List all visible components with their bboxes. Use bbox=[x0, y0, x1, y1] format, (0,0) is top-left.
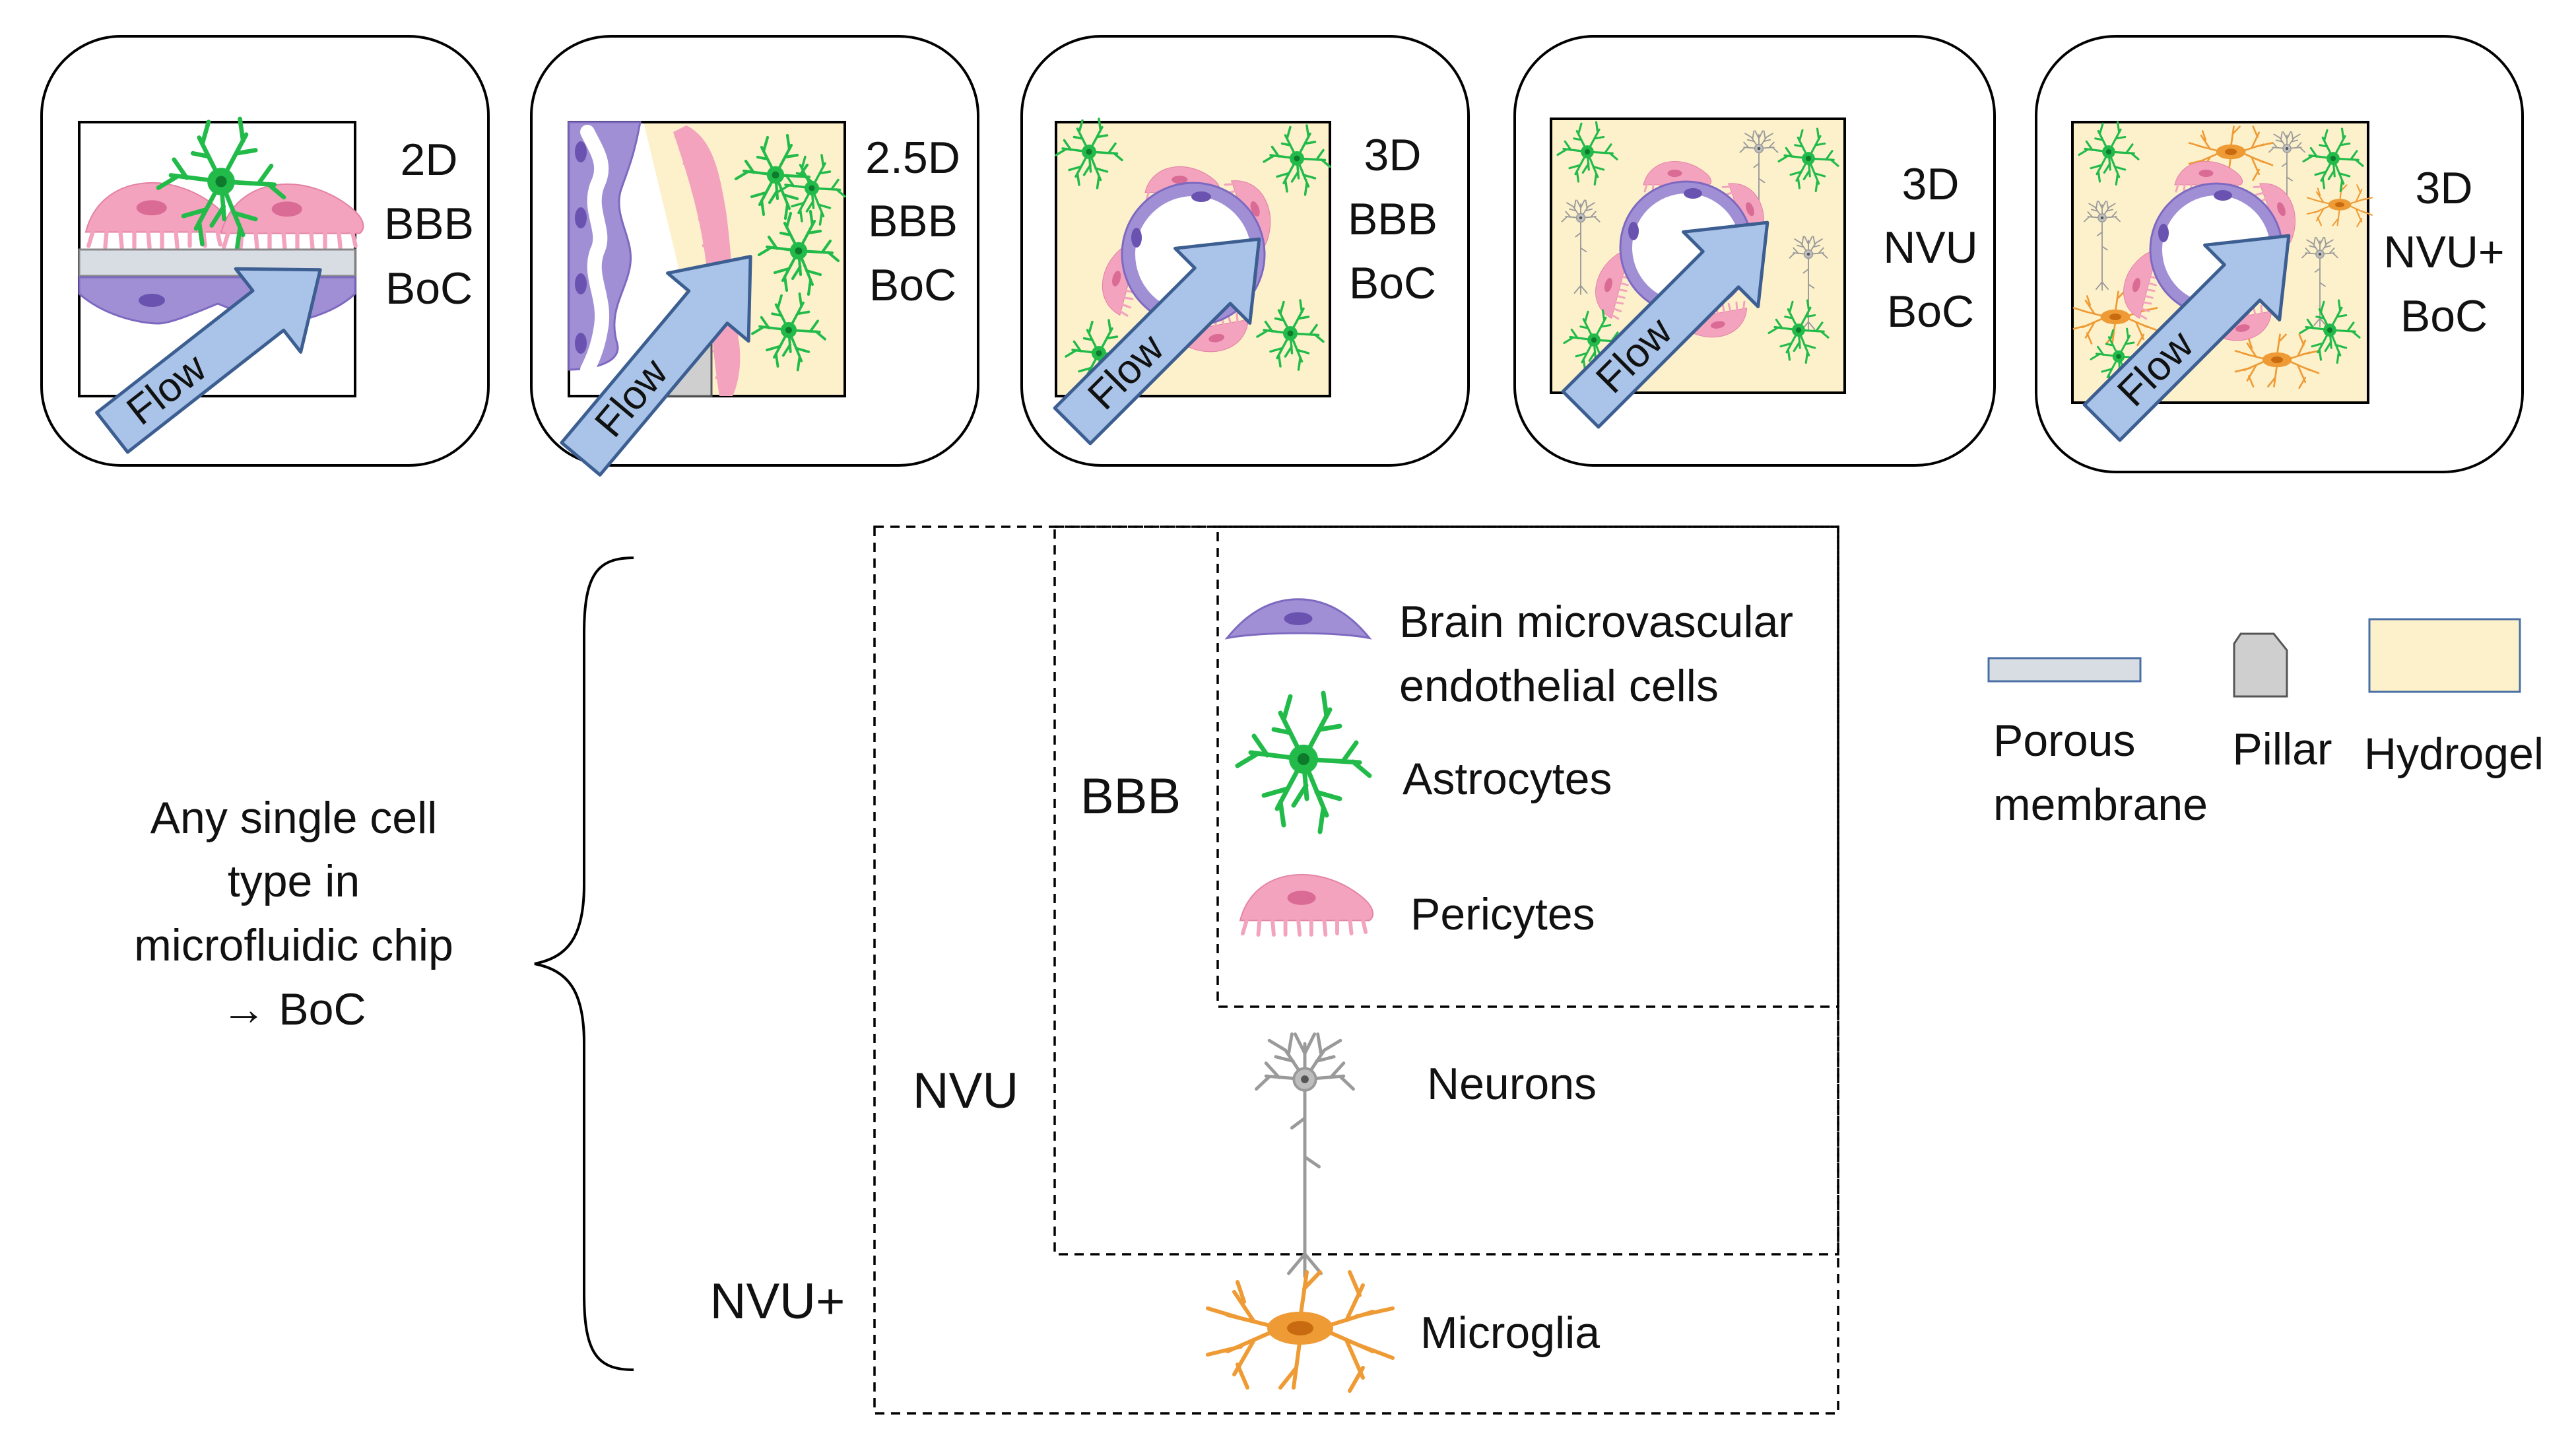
group-label-nvu: NVU bbox=[913, 1063, 1018, 1119]
panel-title-line: BBB bbox=[384, 199, 474, 249]
panel-title-line: BBB bbox=[868, 196, 958, 246]
porous-membrane-swatch bbox=[1987, 657, 2142, 683]
panel-title-line: 3D bbox=[1364, 130, 1422, 180]
caption-line: → BoC bbox=[221, 984, 366, 1034]
panel-title-line: 3D bbox=[2416, 163, 2473, 213]
group-label-nvu-plus: NVU+ bbox=[710, 1273, 845, 1330]
legend-label-membrane: membrane bbox=[1993, 780, 2208, 830]
panel-3d-nvu-plus-boc: Flow 3D NVU+ BoC bbox=[2035, 35, 2524, 473]
curly-brace bbox=[534, 556, 634, 1371]
panel-title-line: BoC bbox=[1349, 258, 1436, 308]
panel-title-line: NVU+ bbox=[2383, 227, 2504, 277]
panel-title-line: 2.5D bbox=[865, 133, 960, 183]
cell-label-neurons: Neurons bbox=[1427, 1059, 1597, 1109]
caption-line: type in bbox=[228, 856, 360, 906]
panel-title-line: BoC bbox=[385, 263, 473, 314]
cell-label-endothelial: Brain microvascular bbox=[1399, 597, 1793, 647]
cell-label-astrocytes: Astrocytes bbox=[1403, 754, 1612, 804]
legend-label-membrane: Porous bbox=[1993, 716, 2135, 766]
material-legend: Porous membrane Pillar Hydrogel bbox=[1987, 618, 2544, 830]
left-caption: Any single cell type in microfluidic chi… bbox=[134, 793, 453, 1034]
group-label-bbb: BBB bbox=[1080, 768, 1181, 825]
bbb-group-box bbox=[1216, 525, 1839, 1008]
cell-label-endothelial: endothelial cells bbox=[1399, 661, 1719, 711]
panel-title-line: NVU bbox=[1883, 222, 1978, 273]
legend-label-hydrogel: Hydrogel bbox=[2364, 729, 2544, 779]
endothelial-cell-icon bbox=[1226, 598, 1371, 640]
panel-title-line: BoC bbox=[869, 260, 956, 310]
hydrogel-swatch bbox=[2368, 618, 2521, 693]
microglia-icon bbox=[1208, 1272, 1393, 1391]
pericyte-icon bbox=[1240, 875, 1373, 935]
neuron-icon bbox=[1257, 1034, 1354, 1277]
cell-label-microglia: Microglia bbox=[1420, 1308, 1600, 1358]
nvu-plus-group-box bbox=[873, 525, 1839, 1415]
cell-label-pericytes: Pericytes bbox=[1410, 889, 1595, 939]
panel-title-line: 3D bbox=[1902, 159, 1960, 209]
panel-title-line: BoC bbox=[2400, 291, 2488, 341]
panel-3d-bbb-boc: Flow 3D BBB BoC bbox=[1020, 35, 1470, 467]
caption-line: Any single cell bbox=[150, 793, 438, 843]
pillar-swatch bbox=[2233, 632, 2288, 698]
legend-label-pillar: Pillar bbox=[2232, 724, 2332, 774]
panel-25d-bbb-boc: Flow 2.5D BBB BoC bbox=[530, 35, 979, 492]
panel-title-line: 2D bbox=[401, 135, 458, 185]
panel-3d-nvu-boc: Flow 3D NVU BoC bbox=[1513, 35, 1996, 467]
panel-2d-bbb-boc: Flow 2D BBB BoC bbox=[40, 35, 490, 474]
panel-title-line: BoC bbox=[1887, 286, 1974, 337]
astrocyte-icon bbox=[1238, 693, 1370, 832]
panel-title-line: BBB bbox=[1348, 194, 1437, 244]
caption-line: microfluidic chip bbox=[134, 920, 453, 970]
